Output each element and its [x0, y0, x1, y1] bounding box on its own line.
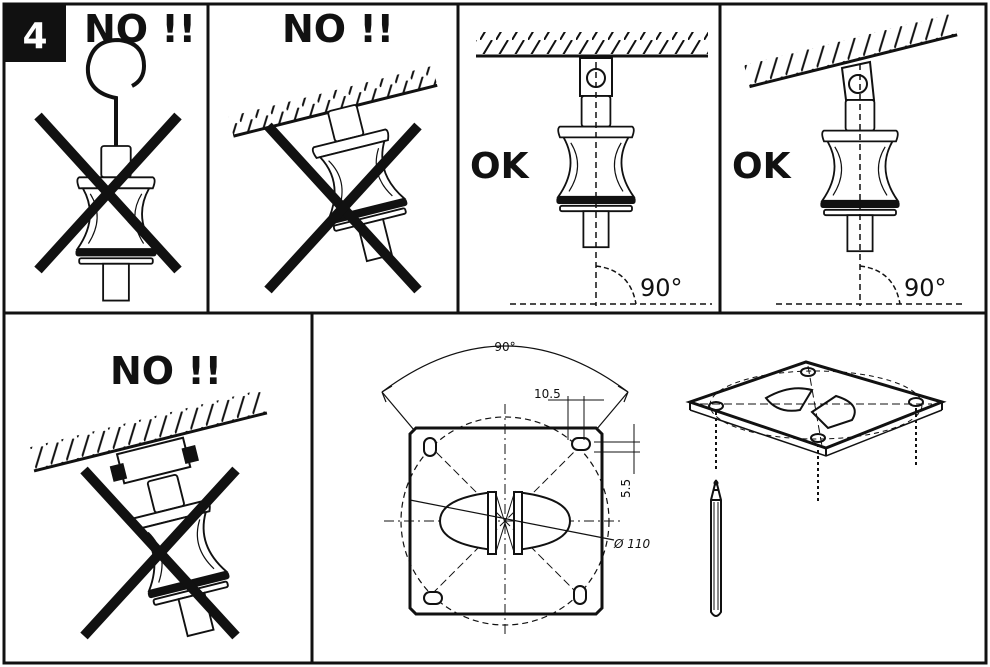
panel-hook-no: NO !! — [34, 7, 196, 302]
panel-5-label: NO !! — [110, 349, 222, 393]
ceiling-hatch — [28, 389, 268, 473]
dim-diameter-label: Ø 110 — [613, 537, 651, 551]
panel-4-label: OK — [732, 146, 792, 187]
panel-3-label: OK — [470, 146, 530, 187]
pencil-icon — [710, 479, 722, 617]
dim-width-label: 10.5 — [534, 387, 561, 401]
panel-bracket-no: NO !! — [28, 349, 268, 644]
angle-label: 90° — [494, 340, 515, 354]
mounting-template: 90° 10.5 5.5 Ø 110 — [381, 340, 651, 636]
bracket-icon — [109, 436, 199, 485]
panel-tilted-ok: OK 90° — [732, 13, 966, 306]
step-badge: 4 — [4, 4, 66, 62]
panel-3-angle: 90° — [640, 274, 683, 302]
hook-icon — [85, 37, 147, 150]
step-number: 4 — [22, 16, 47, 57]
panel-4-angle: 90° — [904, 274, 947, 302]
cross-icon — [80, 466, 240, 640]
ceiling-hatch — [476, 32, 708, 58]
panel-2-label: NO !! — [282, 7, 394, 51]
cross-icon — [264, 122, 422, 294]
dim-height-label: 5.5 — [619, 479, 633, 498]
panel-flat-ok: OK 90° — [470, 32, 712, 306]
panel-tilted-no: NO !! — [228, 7, 438, 294]
ceiling-hatch — [744, 13, 958, 89]
plate-perspective — [685, 360, 947, 502]
cross-icon — [34, 112, 182, 274]
